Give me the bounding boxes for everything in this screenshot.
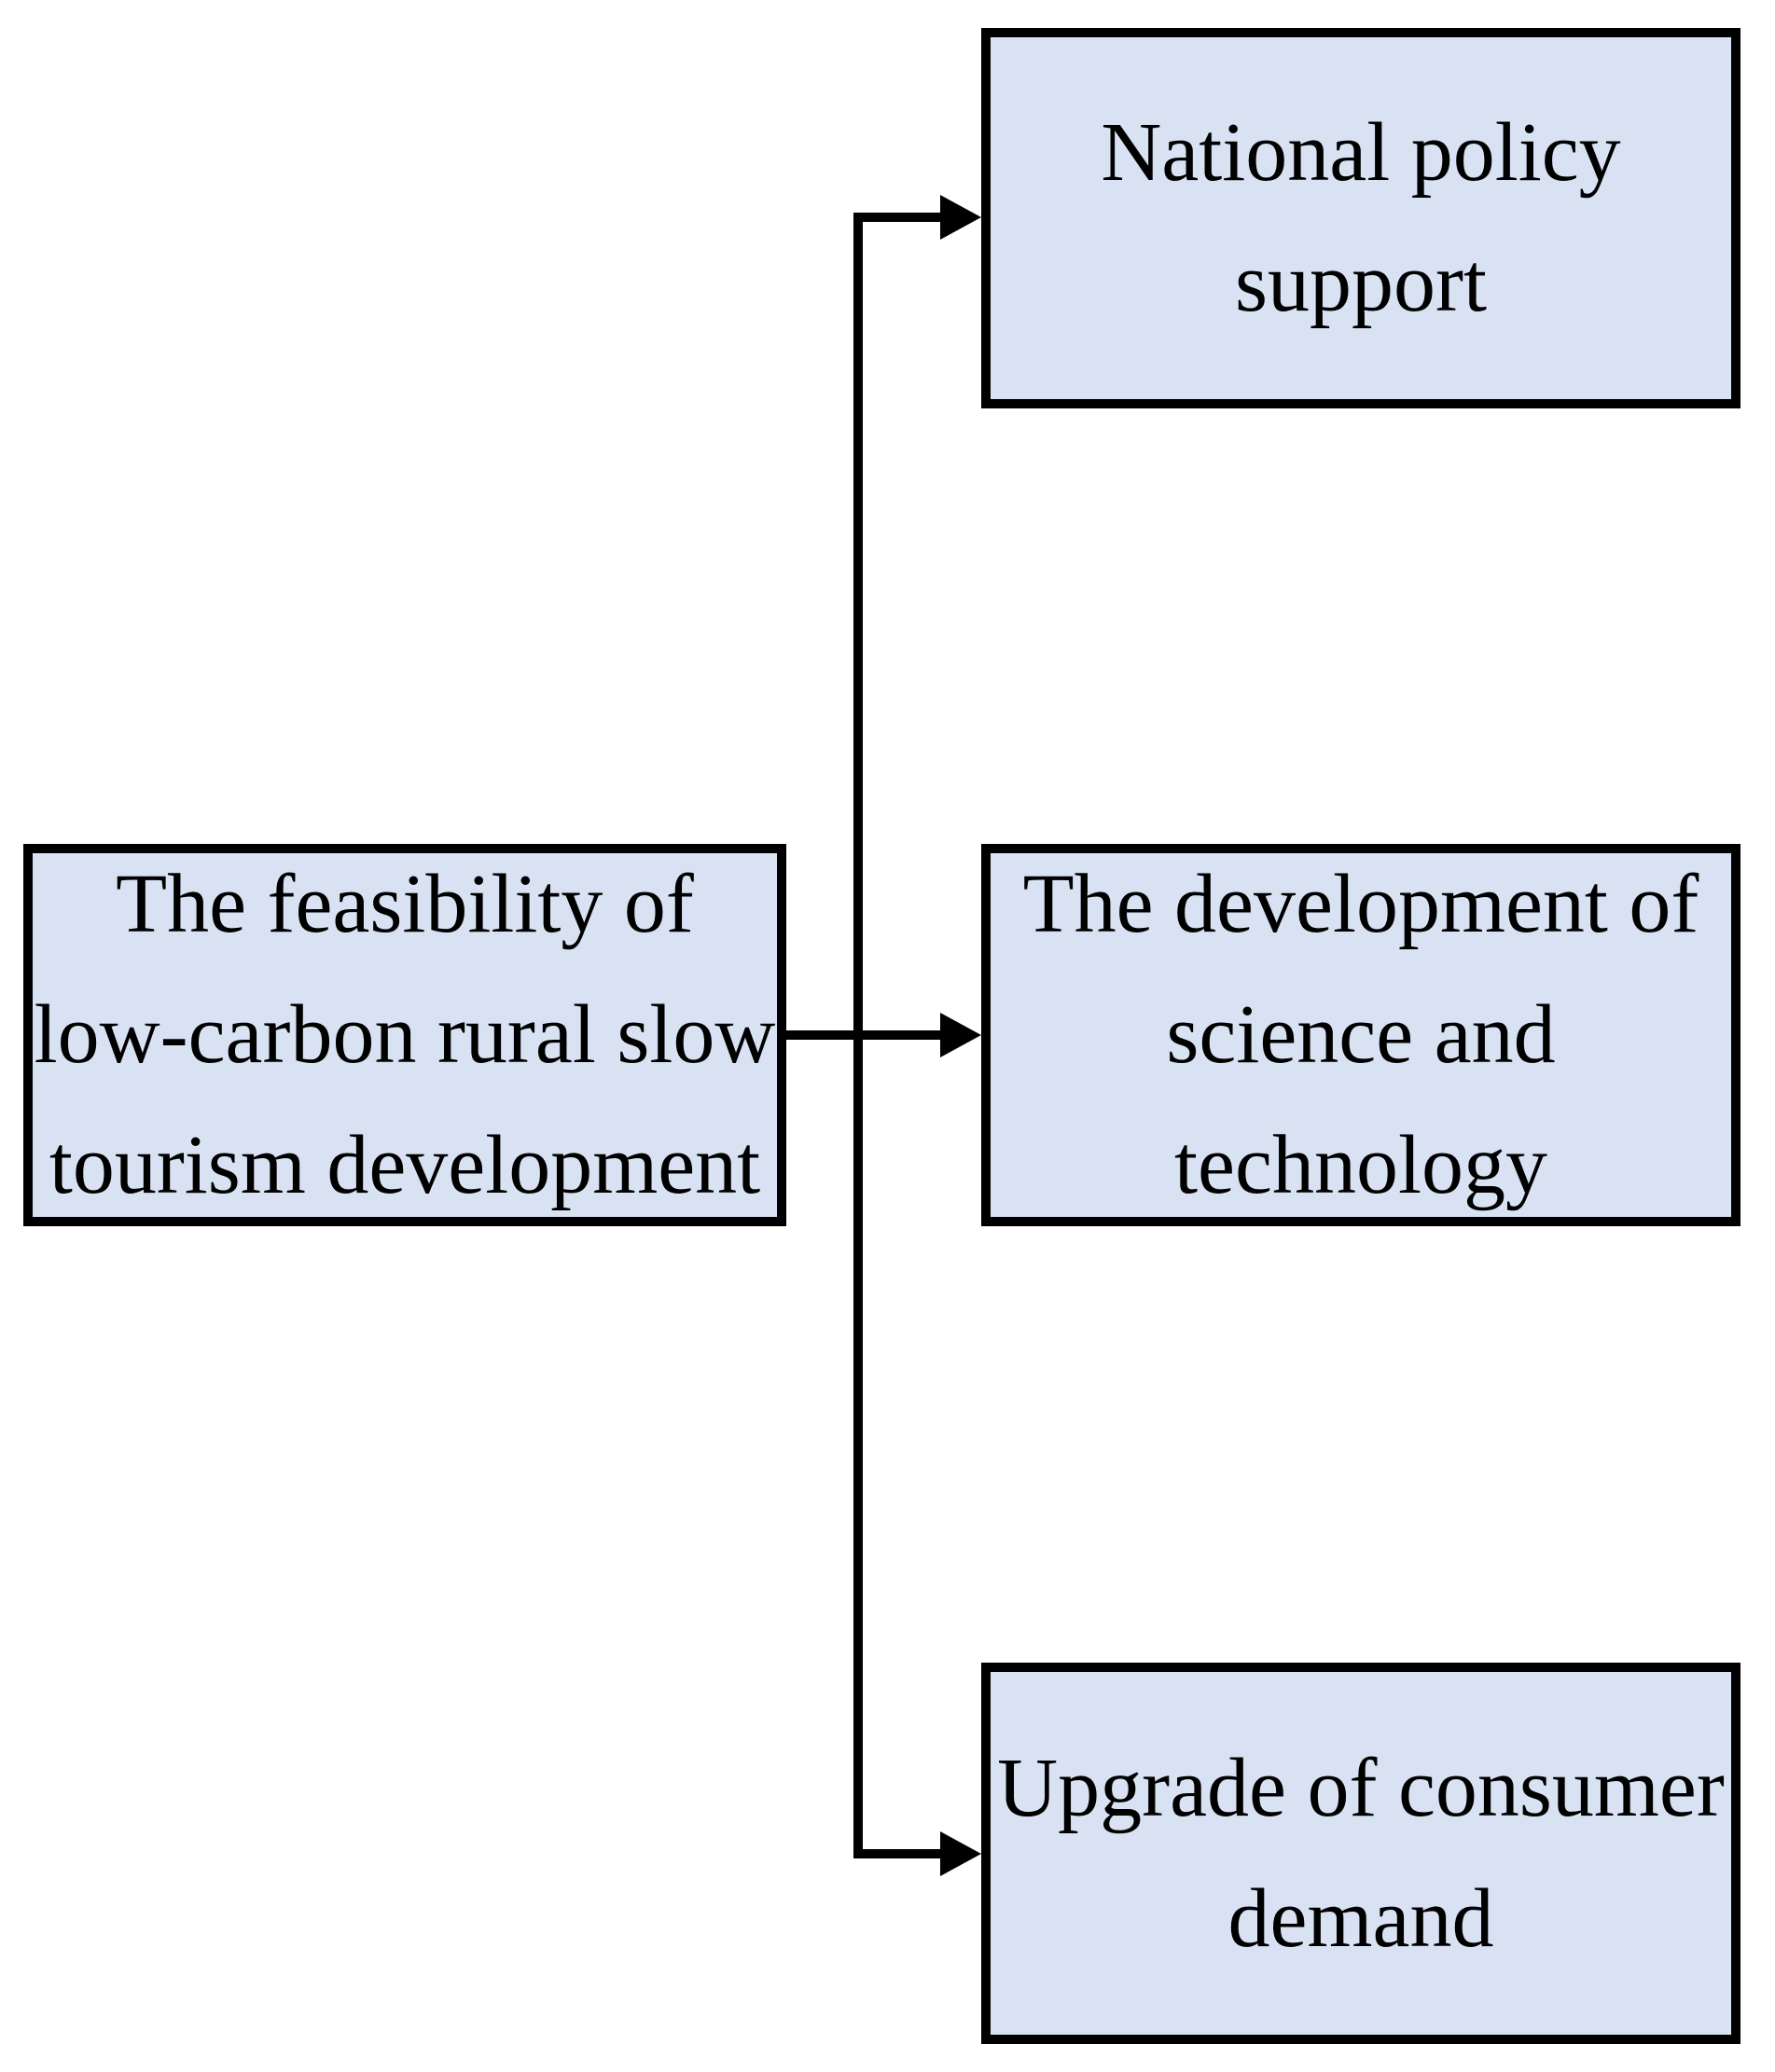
arrow-head-middle-icon	[940, 1013, 981, 1057]
connector-bottom-branch-line	[853, 1849, 942, 1858]
arrow-head-top-icon	[940, 195, 981, 240]
node-consumer-demand-upgrade: Upgrade of consumer demand	[981, 1663, 1740, 2044]
node-feasibility-label: The feasibility of low-carbon rural slow…	[34, 858, 776, 1211]
connector-top-branch-line	[853, 213, 942, 222]
node-national-policy-support: National policy support	[981, 28, 1740, 408]
node-consumer-demand-upgrade-label: Upgrade of consumer demand	[997, 1741, 1725, 1965]
connector-main-branch-line	[786, 1030, 942, 1040]
arrow-head-bottom-icon	[940, 1831, 981, 1876]
node-feasibility: The feasibility of low-carbon rural slow…	[23, 844, 786, 1226]
node-national-policy-support-label: National policy support	[1101, 106, 1621, 329]
node-science-technology-development-label: The development of science and technolog…	[1022, 858, 1699, 1211]
node-science-technology-development: The development of science and technolog…	[981, 844, 1740, 1226]
